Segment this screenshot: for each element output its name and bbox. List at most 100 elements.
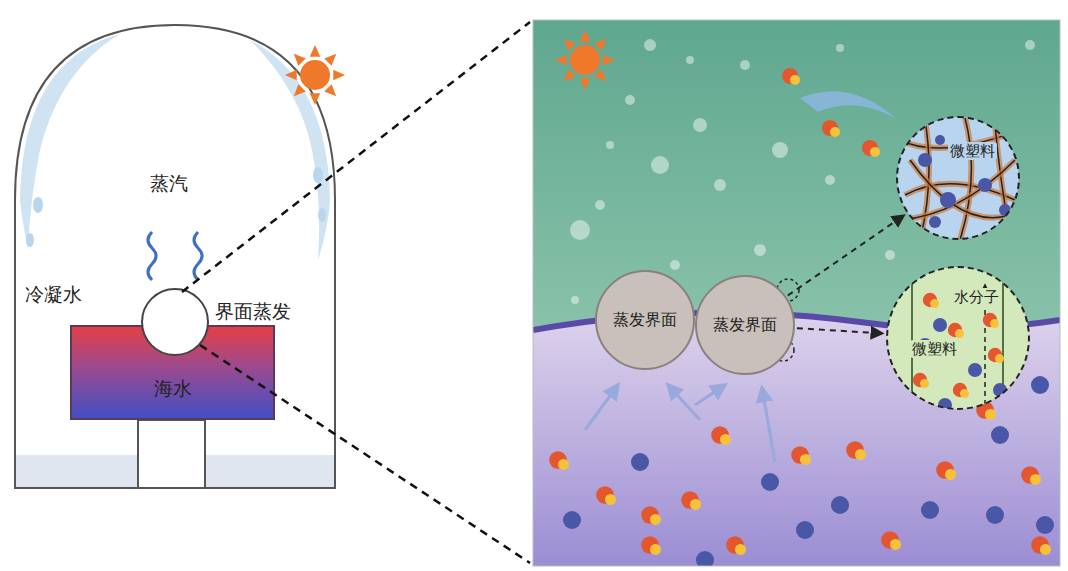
vapor-bubble [595,200,605,210]
microplastic [985,409,996,420]
polymer-chain [960,118,971,240]
channel-wall [1002,260,1004,420]
vapor-bubble [670,260,680,270]
water-molecule [563,511,581,529]
sun-ray [333,70,345,81]
flow-arrow [585,385,618,430]
polymer-glow [960,118,971,240]
node-label: 微塑料 [948,142,997,160]
water-drop [318,208,326,222]
flow-arrow [695,385,725,405]
sun-ray [310,45,321,57]
node-label: 微塑料 [910,340,959,358]
water-molecule [968,363,982,377]
vapor-bubble [772,142,788,158]
vapor-bubble [885,250,895,260]
water-drop [26,233,34,247]
node-label: 水分子 [952,288,1001,306]
microplastic [720,434,731,445]
vapor-bubble [686,56,694,64]
water-molecule [631,453,649,471]
sun-ray [580,78,591,90]
condensate-film [250,40,330,260]
vapor-bubble [825,175,835,185]
evaporation-interface: 蒸发界面 [595,270,695,370]
sun-disc [570,45,600,75]
water-molecule [940,192,956,208]
vapor-wave [194,232,202,280]
transport-swoosh [800,91,895,118]
zoom-connector [788,215,905,296]
microplastic [800,454,811,465]
sun-ray [310,93,321,105]
microplastic [870,147,880,157]
node-label: 蒸发界面 [613,310,677,329]
polymer-chain [900,160,1015,220]
vapor-bubble [754,244,766,256]
vapor-bubble [571,296,579,304]
microplastic [945,469,956,480]
node-label: 冷凝水 [25,283,82,306]
stand [138,420,205,488]
water-molecule [978,178,992,192]
sun-ray [294,54,306,66]
microplastic [735,544,746,555]
microplastic [650,514,661,525]
air-region [533,20,1060,566]
sun [285,45,345,105]
water-molecule [1031,376,1049,394]
water-molecule [991,426,1009,444]
polymer-glow [900,160,1015,220]
seawater-tank: 海水 [70,325,275,420]
microplastic [890,539,901,550]
microplastic [855,449,866,460]
flow-arrow [668,385,700,420]
sun-ray [324,84,336,96]
microplastic [990,319,999,328]
water-molecule [986,506,1004,524]
microplastic [920,379,929,388]
sun-ray [594,39,606,51]
evaporation-interface: 蒸发界面 [695,275,795,375]
vapor-bubble [625,95,635,105]
polymer-chain [910,160,1010,218]
water-molecule [935,135,945,145]
sun-ray [603,55,615,66]
sun-ray [285,70,297,81]
microplastic [1030,474,1041,485]
node-label: 蒸发界面 [713,315,777,334]
microplastic [558,459,569,470]
zoom-circle: 微塑料 [896,116,1020,240]
microplastic [830,127,840,137]
zoom-fill [886,266,1030,410]
microplastic [955,329,964,338]
vapor-bubble [644,39,656,51]
water-drop [33,197,43,213]
vapor-wave [148,232,156,280]
node-label: 蒸汽 [150,172,188,195]
microplastic [995,354,1004,363]
condensate-film [20,34,120,250]
sun [555,30,615,90]
microplastic [930,299,939,308]
microplastic [650,544,661,555]
polymer-network [900,118,1020,240]
polymer-glow [905,184,1015,200]
microplastic [1040,544,1051,555]
sun-ray [555,55,567,66]
sun-ray [594,69,606,81]
water-molecule [1036,516,1054,534]
node-label: 海水 [154,377,192,400]
sun-disc [300,60,330,90]
vapor-bubble [714,179,726,191]
vapor-bubble [740,60,750,70]
panel-frame [533,20,1060,566]
water-molecule [831,496,849,514]
polymer-glow [910,160,1010,218]
microplastic [690,499,701,510]
water-molecule [999,204,1011,216]
sun-ray [294,84,306,96]
water-molecule [761,473,779,491]
